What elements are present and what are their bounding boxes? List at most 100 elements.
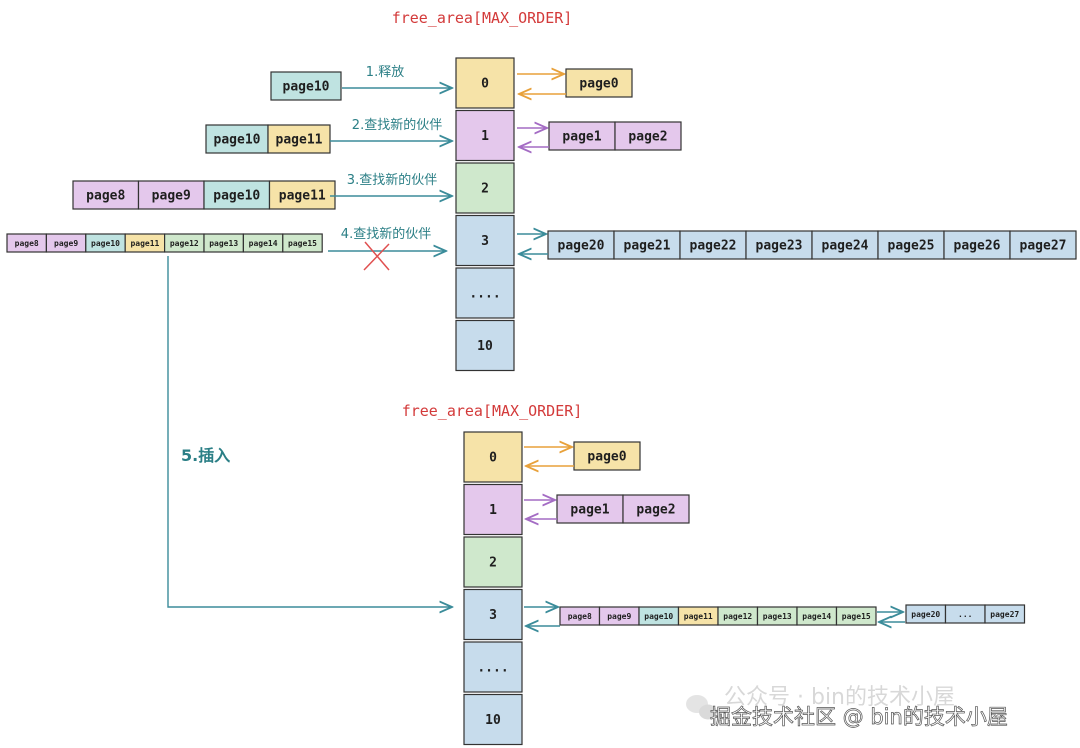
b-order3-page-5: page13 (756, 606, 798, 626)
row4-page-0-label: page8 (15, 239, 39, 248)
order3-page-1-label: page21 (624, 239, 671, 254)
row4-page-5-label: page13 (209, 239, 238, 248)
row4-page-2-label: page10 (91, 239, 120, 248)
row4-page-3: page11 (124, 233, 166, 253)
b-order3-page-4: page12 (717, 606, 759, 626)
row4-page-7-label: page15 (288, 239, 317, 248)
order3-page-3-label: page23 (756, 239, 803, 254)
b-order-slot-3-label: 3 (489, 608, 497, 623)
b-order3-page-6-label: page14 (802, 612, 831, 621)
b-order3-page-5-label: page13 (763, 612, 792, 621)
order3-page-5: page25 (877, 230, 945, 260)
order3-page-2-label: page22 (690, 239, 737, 254)
row3-page-0-label: page8 (86, 189, 125, 204)
order3-page-1: page21 (613, 230, 681, 260)
b-order3-page-1-label: page9 (607, 612, 631, 621)
row2-page-1-label: page11 (276, 133, 323, 148)
b-order-slot-5-label: 10 (485, 713, 501, 728)
free-area-title-top: free_area[MAX_ORDER] (392, 9, 573, 27)
order-slot-0-label: 0 (481, 77, 489, 92)
order3-page-3: page23 (745, 230, 813, 260)
b-order3-page-7-label: page15 (842, 612, 871, 621)
step1-label: 1.释放 (366, 65, 404, 80)
b-order3-page-0-label: page8 (568, 612, 592, 621)
order-slot-1-label: 1 (481, 129, 489, 144)
b-order-slot-3: 3 (463, 588, 523, 641)
row2-page-1: page11 (267, 124, 331, 154)
row4-page-3-label: page11 (130, 239, 159, 248)
free-area-title-bottom: free_area[MAX_ORDER] (402, 402, 583, 420)
order1-page-1: page2 (614, 121, 682, 151)
step4-label: 4.查找新的伙伴 (341, 226, 431, 242)
row3-page-3: page11 (268, 180, 336, 210)
order-slot-1: 1 (455, 109, 515, 162)
b-order1-page-0-label: page1 (570, 503, 609, 518)
b-order0-page-0: page0 (573, 441, 641, 471)
watermark: 公众号 · bin的技术小屋 掘金技术社区 @ bin的技术小屋 (686, 685, 1008, 729)
row3-page-1-label: page9 (152, 189, 191, 204)
row4-page-1-label: page9 (54, 239, 78, 248)
order3-page-0: page20 (547, 230, 615, 260)
b-order3-page-1: page9 (598, 606, 640, 626)
order-slot-3-label: 3 (481, 234, 489, 249)
b-order3-chain-page-2-label: page27 (990, 610, 1019, 619)
order-slot-5: 10 (455, 319, 515, 372)
order3-page-6: page26 (943, 230, 1011, 260)
b-order-slot-1: 1 (463, 483, 523, 536)
free-lists-top: page0 page1 page2 page20 page21 page22 page23 p… (547, 68, 1077, 260)
b-order3-chain-page-1-label: ... (958, 610, 972, 619)
watermark-line1: 公众号 · bin的技术小屋 (724, 685, 955, 710)
step5-insert-arrow (167, 256, 452, 607)
order0-page-0: page0 (565, 68, 633, 98)
b-order3-chain-page-2: page27 (984, 604, 1026, 624)
row3-page-3-label: page11 (279, 189, 326, 204)
b-order3-page-4-label: page12 (723, 612, 752, 621)
b-order3-chain-page-0: page20 (905, 604, 947, 624)
step2-label: 2.查找新的伙伴 (352, 117, 442, 133)
order3-page-4-label: page24 (822, 239, 869, 254)
row4-page-6: page14 (242, 233, 284, 253)
b-order3-page-2: page10 (638, 606, 680, 626)
order-slot-3: 3 (455, 214, 515, 267)
released-page-blocks: page10 page10 page11 page8 page9 page10 page11… (6, 71, 342, 253)
b-order3-page-2-label: page10 (644, 612, 673, 621)
order3-page-7: page27 (1009, 230, 1077, 260)
b-order-slot-4-label: .... (477, 661, 508, 676)
step4-cross-mark (363, 241, 390, 271)
row4-page-5: page13 (203, 233, 245, 253)
free-area-top-column: 0 1 2 3.... 10 (455, 57, 515, 372)
b-order-slot-2-label: 2 (489, 556, 497, 571)
b-order3-chain-page-1: ... (944, 604, 986, 624)
b-order-slot-5: 10 (463, 693, 523, 746)
row3-page-2: page10 (203, 180, 271, 210)
row2-page-0: page10 (205, 124, 269, 154)
b-order3-page-7: page15 (835, 606, 877, 626)
b-order3-chain-page-0-label: page20 (911, 610, 940, 619)
order1-page-0-label: page1 (562, 130, 601, 145)
order1-page-1-label: page2 (628, 130, 667, 145)
order3-page-5-label: page25 (888, 239, 935, 254)
row3-page-2-label: page10 (213, 189, 260, 204)
b-order3-page-0: page8 (559, 606, 601, 626)
row4-page-4: page12 (164, 233, 205, 253)
b-order-slot-0-label: 0 (489, 451, 497, 466)
order3-page-6-label: page26 (954, 239, 1001, 254)
b-order-slot-4: .... (463, 641, 523, 693)
row4-page-2: page10 (85, 233, 126, 253)
row4-page-1: page9 (45, 233, 87, 253)
order3-page-0-label: page20 (558, 239, 605, 254)
order-slot-2-label: 2 (481, 182, 489, 197)
order3-page-2: page22 (679, 230, 747, 260)
b-order-slot-1-label: 1 (489, 503, 497, 518)
b-order1-page-1: page2 (622, 494, 690, 524)
order-slot-5-label: 10 (477, 339, 493, 354)
watermark-line2: 掘金技术社区 @ bin的技术小屋 (710, 705, 1008, 729)
b-order1-page-1-label: page2 (636, 503, 675, 518)
step3-label: 3.查找新的伙伴 (347, 172, 437, 188)
row3-page-0: page8 (72, 180, 140, 210)
row4-page-7: page15 (282, 233, 323, 253)
b-order0-page-0-label: page0 (587, 450, 626, 465)
order-slot-4: .... (455, 267, 515, 319)
order3-page-4: page24 (811, 230, 879, 260)
